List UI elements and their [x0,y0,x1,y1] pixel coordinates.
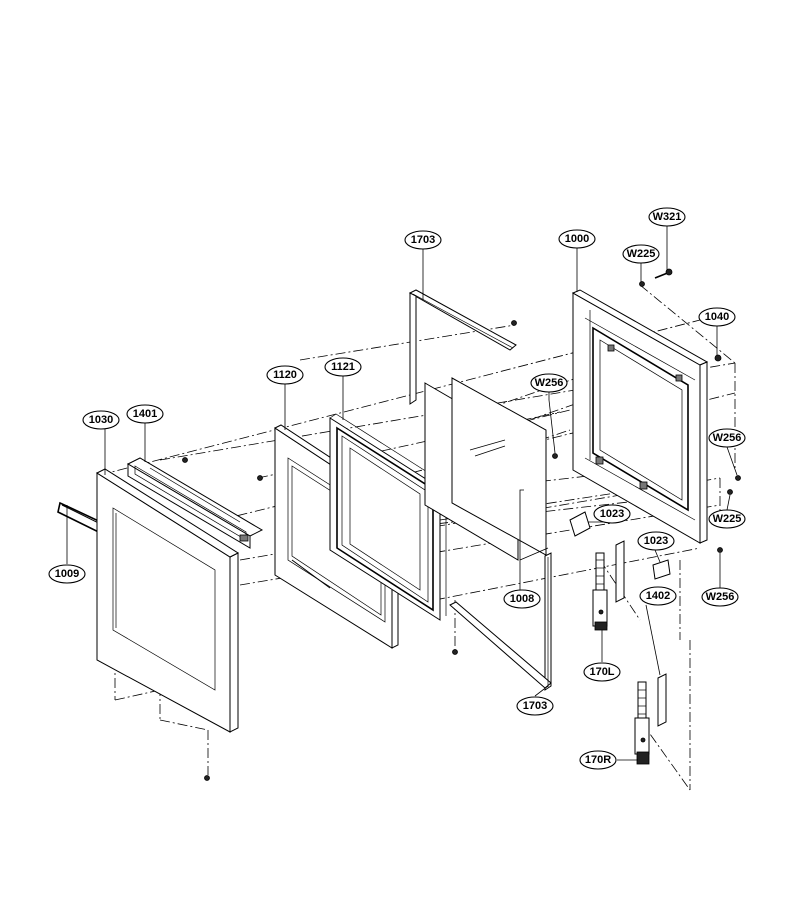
label-1401: 1401 [126,404,164,424]
label-1008: 1008 [503,589,541,609]
label-1402: 1402 [639,586,677,606]
label-1040: 1040 [698,307,736,327]
screw-w225-top [639,281,645,287]
bracket-1402-a [615,540,625,603]
screw-w256-b [735,475,741,481]
screw-w225-b [727,489,733,495]
svg-text:1401: 1401 [133,408,157,420]
svg-text:1703: 1703 [411,234,435,246]
label-1000: 1000 [558,229,596,249]
screw-1040 [714,354,722,362]
screw-trim [182,457,188,463]
leader-lines [66,226,738,761]
screw-w321 [654,268,673,279]
label-w256-b: W256 [708,428,746,448]
screws [182,268,741,781]
label-1030: 1030 [82,410,120,430]
svg-text:1703: 1703 [523,700,547,712]
svg-text:W321: W321 [653,211,682,223]
part-labels: 1703 1000 W321 W225 1040 1120 1121 W256 [48,207,746,770]
svg-text:W225: W225 [627,248,656,260]
glass-panes-1008 [424,377,547,561]
svg-text:W256: W256 [535,377,564,389]
svg-text:1040: 1040 [705,311,729,323]
svg-text:1023: 1023 [600,508,624,520]
label-170R: 170R [579,750,617,770]
label-1009: 1009 [48,564,86,584]
label-w225-b: W225 [708,509,746,529]
label-w225-top: W225 [622,244,660,264]
svg-text:W225: W225 [713,513,742,525]
label-1023-a: 1023 [593,504,631,524]
label-1121: 1121 [324,357,362,377]
hinge-170R [634,681,650,765]
label-1703-top: 1703 [404,230,442,250]
svg-text:1030: 1030 [89,414,113,426]
svg-text:170R: 170R [585,754,611,766]
label-w256-c: W256 [701,587,739,607]
label-1703-bottom: 1703 [516,696,554,716]
hinge-170L [592,552,608,631]
gasket-1703-top [408,289,517,405]
svg-text:1000: 1000 [565,233,589,245]
gasket-1703-bottom [449,552,552,691]
label-w256-a: W256 [530,373,568,393]
hinge-cover-1023-b [652,559,671,580]
label-170L: 170L [583,662,621,682]
svg-text:1008: 1008 [510,593,534,605]
screw-left [257,475,263,481]
glass-frame-1121 [329,413,447,621]
screw-w256-c [717,547,723,553]
label-1120: 1120 [266,365,304,385]
screw-bottom [204,775,210,781]
hinge-cover-1023-a [569,511,591,537]
svg-text:1120: 1120 [273,369,297,381]
screw-w256-a [552,453,558,459]
label-w321: W321 [648,207,686,227]
svg-text:1023: 1023 [644,535,668,547]
outer-door-panel-1030 [95,468,240,733]
svg-text:W256: W256 [713,432,742,444]
bracket-1402-b [657,673,667,727]
door-trim-1401 [126,457,264,549]
label-1023-b: 1023 [637,531,675,551]
door-liner-1000 [571,289,709,544]
svg-text:1121: 1121 [331,361,355,373]
svg-text:170L: 170L [589,666,614,678]
svg-text:1402: 1402 [646,590,670,602]
svg-text:1009: 1009 [55,568,79,580]
svg-text:W256: W256 [706,591,735,603]
